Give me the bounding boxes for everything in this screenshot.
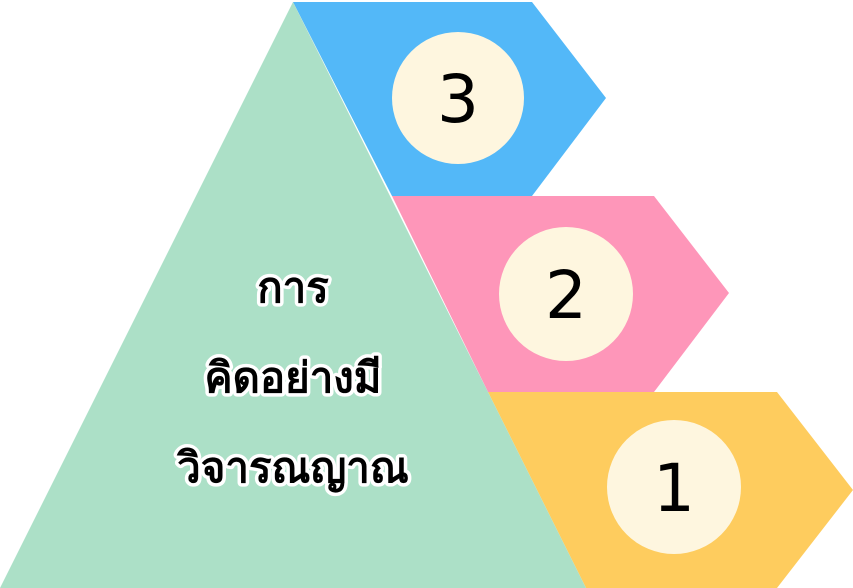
- level-3-badge: [392, 32, 524, 164]
- level-2-number: 2: [545, 257, 587, 334]
- title-line-1: การ: [257, 263, 329, 312]
- level-3-number: 3: [437, 61, 479, 138]
- level-2-badge: [499, 227, 633, 361]
- level-1-badge: [607, 420, 741, 554]
- title-line-3: วิจารณญาณ: [176, 443, 409, 493]
- pyramid-triangle: [0, 2, 586, 588]
- title-line-2: คิดอย่างมี: [205, 353, 382, 402]
- level-1-number: 1: [653, 450, 695, 527]
